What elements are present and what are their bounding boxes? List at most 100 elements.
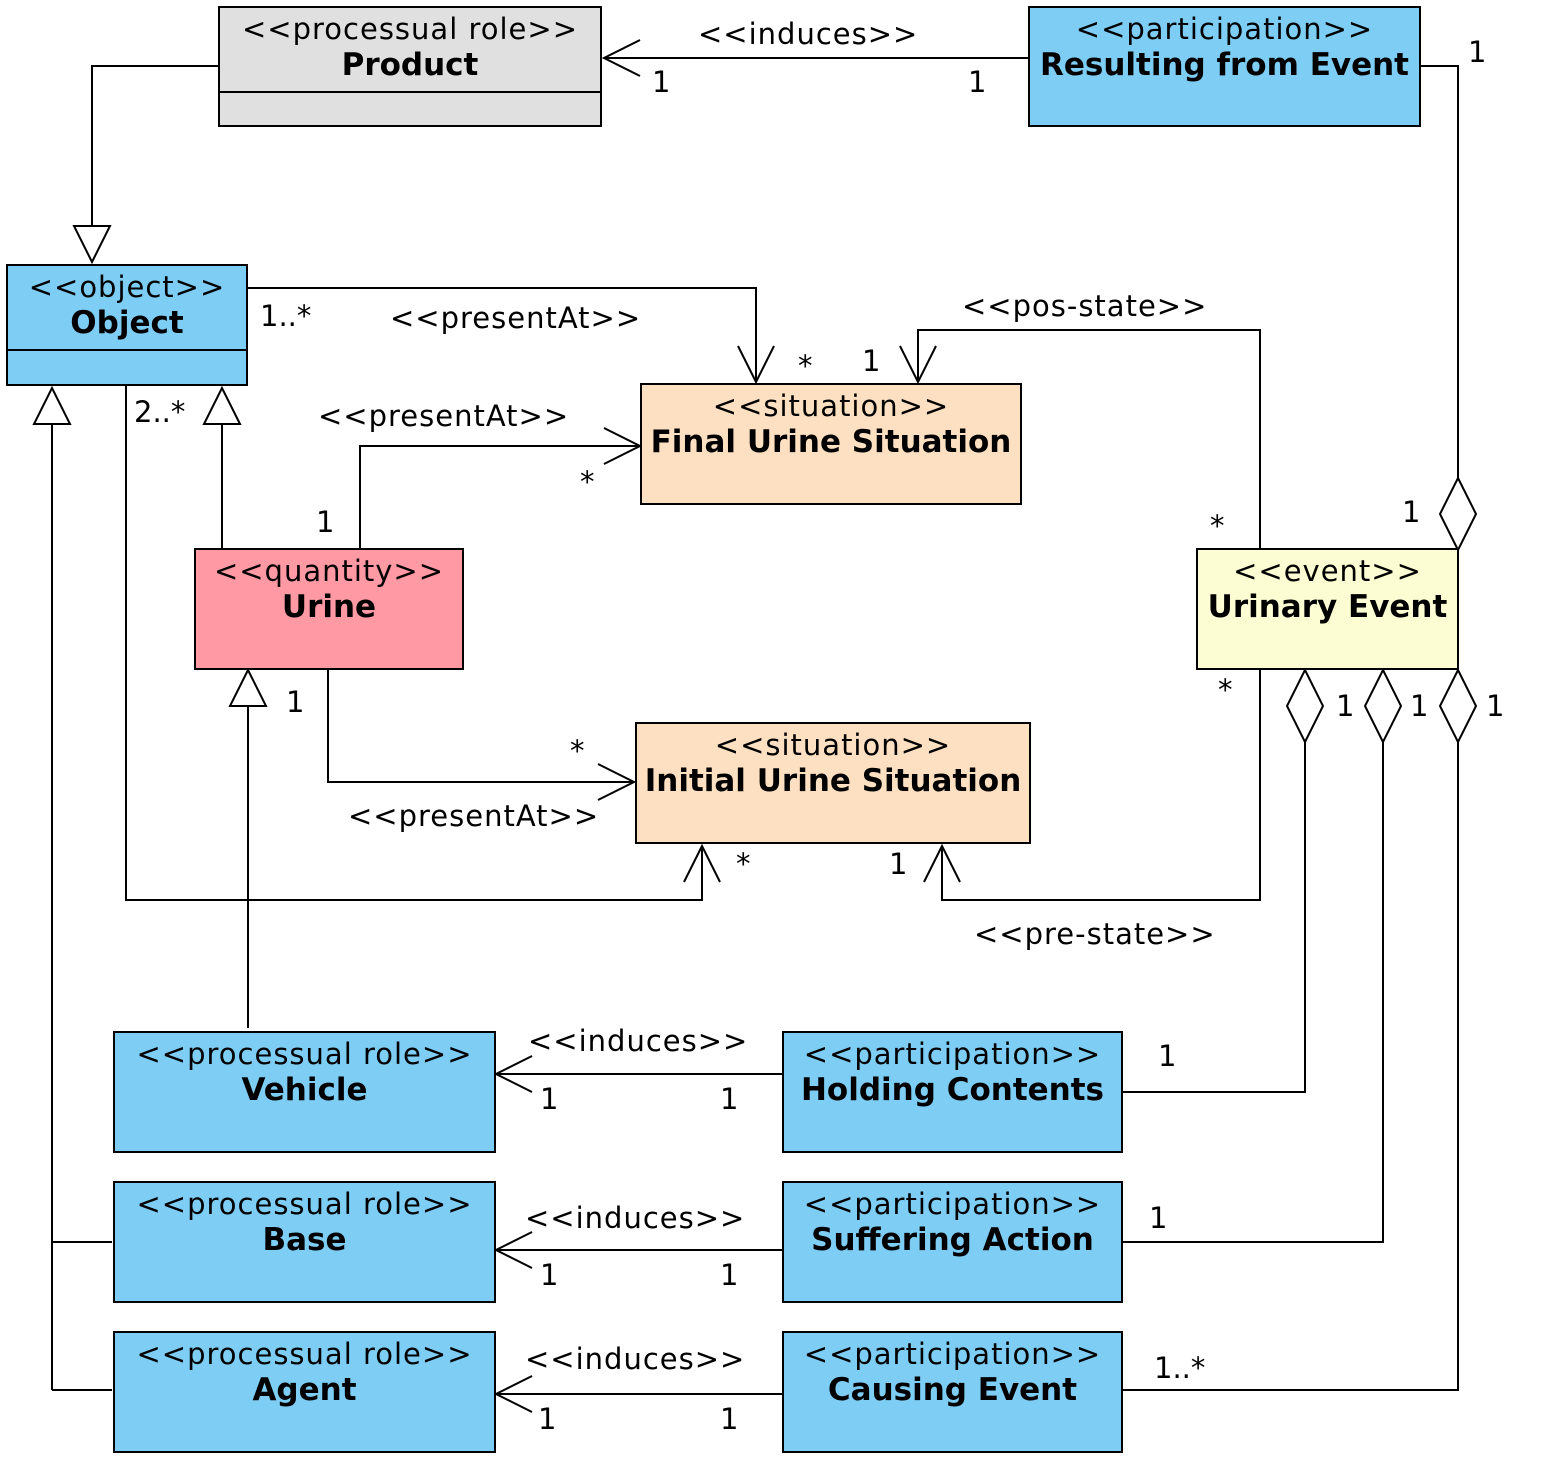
multiplicity-label: * <box>736 847 751 881</box>
relation-label-presentat: <<presentAt>> <box>318 399 570 433</box>
stereotype-label: <<participation>> <box>803 1187 1102 1221</box>
class-name: Final Urine Situation <box>650 424 1012 460</box>
edge-resulting-event <box>1420 65 1459 478</box>
class-suffering-action[interactable]: <<participation>> Suffering Action <box>782 1181 1123 1303</box>
class-agent[interactable]: <<processual role>> Agent <box>113 1331 496 1453</box>
attribute-compartment <box>220 91 600 93</box>
stereotype-label: <<object>> <box>28 270 226 304</box>
multiplicity-label: 2..* <box>134 395 186 429</box>
open-arrowhead <box>737 345 775 385</box>
open-arrowhead <box>601 39 641 77</box>
aggregation-diamond <box>1285 667 1325 745</box>
class-name: Base <box>262 1222 347 1258</box>
class-name: Holding Contents <box>800 1072 1105 1108</box>
multiplicity-label: * <box>798 349 813 383</box>
stereotype-label: <<processual role>> <box>136 1037 473 1071</box>
class-holding-contents[interactable]: <<participation>> Holding Contents <box>782 1031 1123 1153</box>
stereotype-label: <<processual role>> <box>242 12 578 46</box>
stereotype-label: <<participation>> <box>803 1037 1102 1071</box>
multiplicity-label: 1 <box>862 344 881 378</box>
class-name: Causing Event <box>827 1372 1078 1408</box>
stereotype-label: <<processual role>> <box>136 1337 473 1371</box>
relation-label-pre-state: <<pre-state>> <box>974 917 1216 951</box>
multiplicity-label: 1 <box>538 1402 557 1436</box>
generalization-arrowhead <box>32 385 72 425</box>
class-final-urine-situation[interactable]: <<situation>> Final Urine Situation <box>640 383 1022 505</box>
aggregation-diamond <box>1438 475 1478 553</box>
class-urinary-event[interactable]: <<event>> Urinary Event <box>1196 548 1459 670</box>
multiplicity-label: 1 <box>1336 689 1355 723</box>
multiplicity-label: 1 <box>968 65 987 99</box>
multiplicity-label: * <box>1210 509 1225 543</box>
stereotype-label: <<processual role>> <box>136 1187 473 1221</box>
class-initial-urine-situation[interactable]: <<situation>> Initial Urine Situation <box>635 722 1031 844</box>
class-name: Product <box>341 47 479 83</box>
multiplicity-label: * <box>570 734 585 768</box>
stereotype-label: <<participation>> <box>803 1337 1102 1371</box>
relation-label-pos-state: <<pos-state>> <box>962 289 1208 323</box>
relation-label-induces: <<induces>> <box>528 1024 749 1058</box>
edge-pos-state <box>917 329 1261 548</box>
open-arrowhead <box>493 1055 533 1093</box>
edge-urine-initial-presentat <box>327 668 634 783</box>
relation-label-induces: <<induces>> <box>525 1342 746 1376</box>
multiplicity-label: 1..* <box>260 299 312 333</box>
open-arrowhead <box>493 1375 533 1413</box>
multiplicity-label: 1 <box>540 1258 559 1292</box>
open-arrowhead <box>683 843 721 883</box>
edge-pre-state <box>941 668 1261 901</box>
stereotype-label: <<quantity>> <box>213 554 445 588</box>
stereotype-label: <<event>> <box>1233 554 1422 588</box>
class-vehicle[interactable]: <<processual role>> Vehicle <box>113 1031 496 1153</box>
open-arrowhead <box>923 843 961 883</box>
edge-object-initial-presentat <box>125 386 703 901</box>
multiplicity-label: 1 <box>889 847 908 881</box>
multiplicity-label: 1 <box>720 1258 739 1292</box>
multiplicity-label: 1..* <box>1154 1351 1206 1385</box>
class-urine[interactable]: <<quantity>> Urine <box>194 548 464 670</box>
class-causing-event[interactable]: <<participation>> Causing Event <box>782 1331 1123 1453</box>
generalization-arrowhead <box>72 225 112 265</box>
class-name: Urinary Event <box>1207 589 1448 625</box>
class-base[interactable]: <<processual role>> Base <box>113 1181 496 1303</box>
class-name: Vehicle <box>241 1072 368 1108</box>
generalization-arrowhead <box>202 385 242 425</box>
class-product[interactable]: <<processual role>> Product <box>218 6 602 127</box>
relation-label-induces: <<induces>> <box>525 1201 746 1235</box>
edge-object-final-presentat <box>248 287 757 382</box>
relation-label-presentat: <<presentAt>> <box>390 301 642 335</box>
class-object[interactable]: <<object>> Object <box>6 264 248 386</box>
multiplicity-label: * <box>580 465 595 499</box>
multiplicity-label: 1 <box>316 505 335 539</box>
stereotype-label: <<situation>> <box>714 728 952 762</box>
stereotype-label: <<situation>> <box>712 389 950 423</box>
stereotype-label: <<participation>> <box>1075 12 1374 46</box>
edge-urine-final-presentat <box>359 445 640 548</box>
aggregation-diamond <box>1363 667 1403 745</box>
relation-label-presentat: <<presentAt>> <box>348 799 600 833</box>
multiplicity-label: 1 <box>1468 35 1487 69</box>
multiplicity-label: 1 <box>1402 495 1421 529</box>
edge-product-generalization <box>91 65 218 226</box>
multiplicity-label: 1 <box>540 1082 559 1116</box>
multiplicity-label: * <box>1218 673 1233 707</box>
multiplicity-label: 1 <box>1486 689 1505 723</box>
multiplicity-label: 1 <box>1158 1039 1177 1073</box>
edge-holding-event <box>1122 742 1306 1093</box>
attribute-compartment <box>8 349 246 351</box>
class-name: Initial Urine Situation <box>644 763 1022 799</box>
multiplicity-label: 1 <box>652 65 671 99</box>
aggregation-diamond <box>1438 667 1478 745</box>
class-resulting-from-event[interactable]: <<participation>> Resulting from Event <box>1028 6 1421 127</box>
multiplicity-label: 1 <box>286 685 305 719</box>
class-name: Suffering Action <box>811 1222 1094 1258</box>
class-name: Urine <box>281 589 377 625</box>
open-arrowhead <box>899 345 937 385</box>
multiplicity-label: 1 <box>1149 1201 1168 1235</box>
edge-causing-event <box>1122 742 1459 1391</box>
relation-label-induces: <<induces>> <box>698 17 919 51</box>
multiplicity-label: 1 <box>720 1082 739 1116</box>
generalization-arrowhead <box>228 667 268 707</box>
multiplicity-label: 1 <box>720 1402 739 1436</box>
